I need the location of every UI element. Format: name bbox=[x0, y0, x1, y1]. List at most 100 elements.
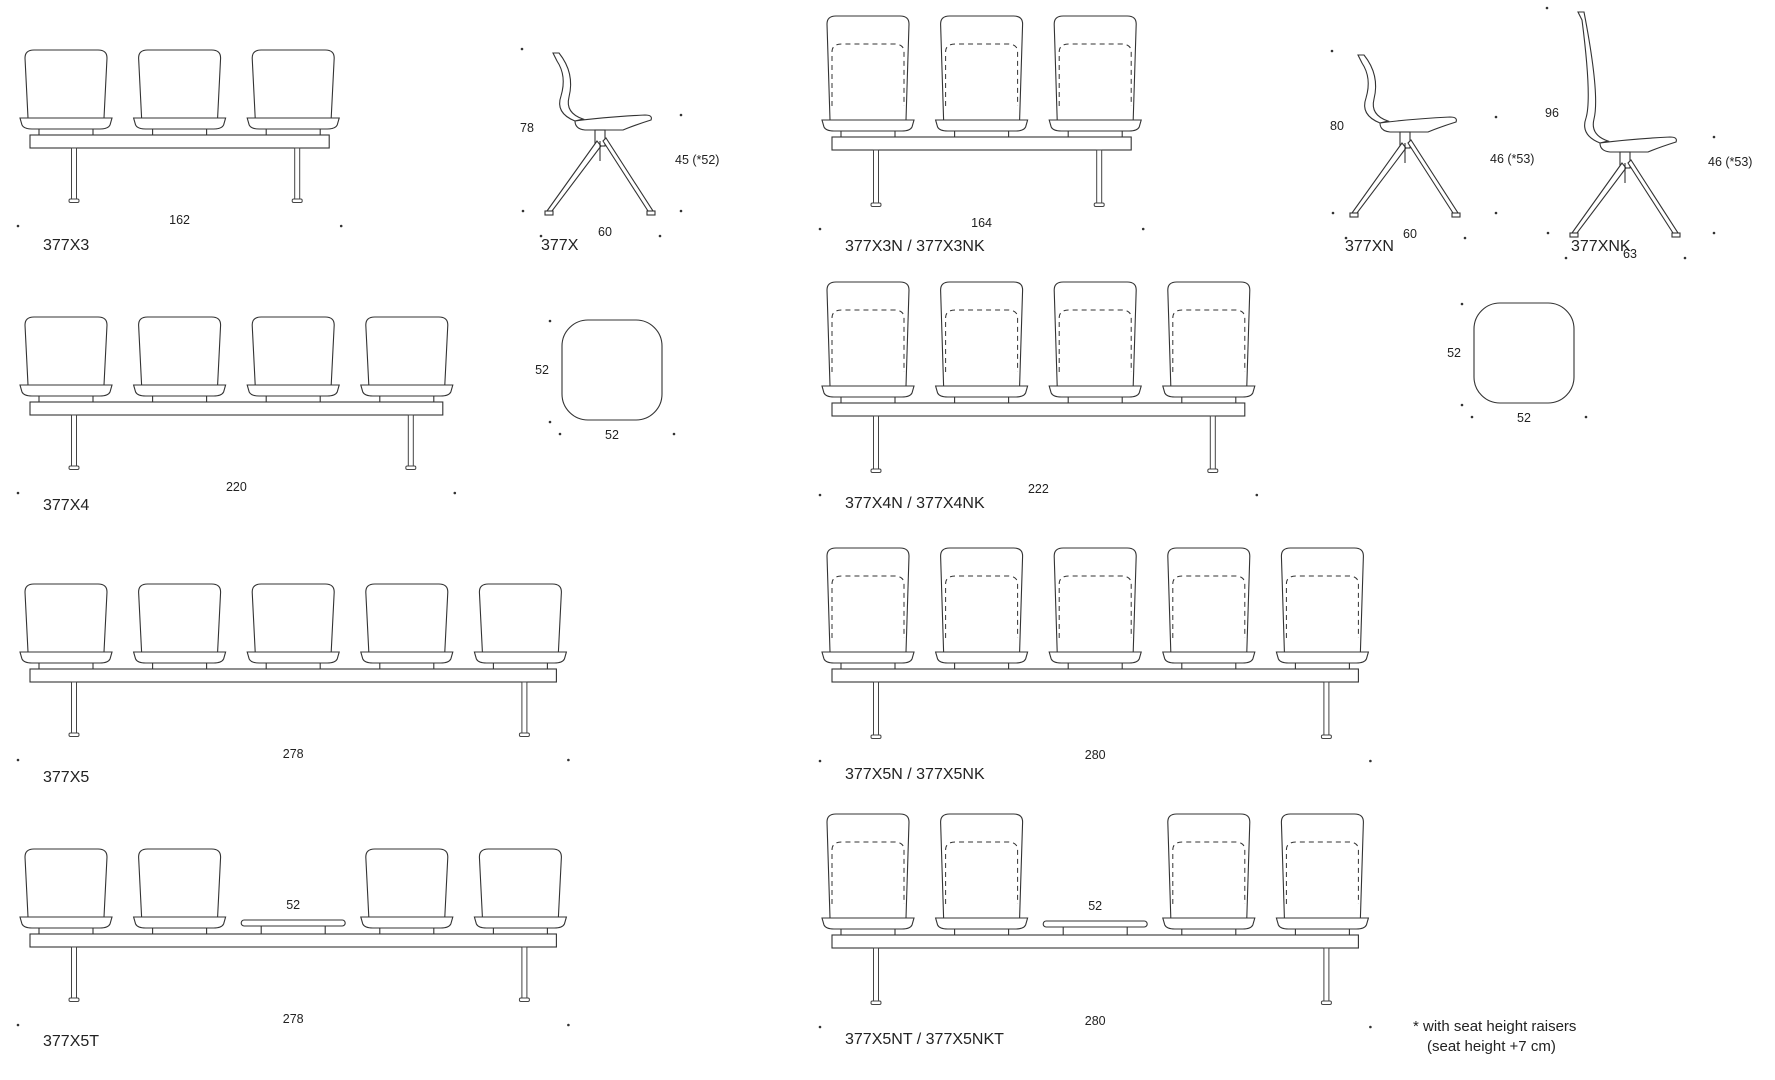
dimension-marker bbox=[1255, 493, 1259, 497]
seat-back bbox=[1280, 813, 1364, 919]
leg bbox=[71, 946, 77, 999]
leg bbox=[873, 947, 879, 1002]
seat-pad bbox=[132, 384, 227, 397]
seat bbox=[246, 49, 340, 135]
dimension-marker bbox=[1470, 415, 1474, 419]
foot bbox=[1207, 468, 1219, 473]
leg bbox=[521, 946, 528, 999]
rear-leg bbox=[602, 137, 655, 212]
leg bbox=[1209, 415, 1216, 470]
dimension-marker bbox=[818, 1025, 822, 1029]
dimension-marker bbox=[818, 759, 822, 763]
beam bbox=[29, 401, 444, 416]
model-label: 377XNK bbox=[1571, 238, 1631, 255]
leg bbox=[521, 681, 528, 734]
width-dim: 52 bbox=[1517, 411, 1531, 425]
seat-plan-outline bbox=[561, 319, 663, 421]
seat bbox=[19, 848, 113, 934]
seat-pad bbox=[132, 916, 227, 929]
dimension-marker bbox=[558, 432, 562, 436]
seat bbox=[246, 316, 340, 402]
foot bbox=[68, 732, 80, 737]
dimension-marker bbox=[539, 234, 543, 238]
seat-pad bbox=[360, 916, 454, 929]
seat-back-contour bbox=[945, 43, 1019, 106]
seat-back bbox=[251, 583, 335, 653]
dimension-marker bbox=[567, 1023, 570, 1027]
seat-back bbox=[1167, 281, 1251, 387]
seat bbox=[1048, 547, 1142, 669]
foot bbox=[68, 198, 80, 203]
seat-back bbox=[24, 848, 108, 918]
seat bbox=[1275, 547, 1370, 669]
seat bbox=[1162, 813, 1256, 935]
seat bbox=[19, 49, 113, 135]
dimension-marker bbox=[521, 209, 525, 213]
seat-back bbox=[365, 316, 449, 386]
seat-pad bbox=[360, 651, 454, 664]
depth-dim: 63 bbox=[1623, 247, 1637, 261]
footnote-line-1: * with seat height raisers bbox=[1413, 1018, 1576, 1035]
dimension-marker bbox=[1584, 415, 1588, 419]
dimension-marker bbox=[1460, 403, 1464, 407]
depth-dim: 52 bbox=[535, 363, 549, 377]
dimension-marker bbox=[679, 113, 683, 117]
leg bbox=[873, 149, 879, 204]
foot bbox=[405, 465, 417, 470]
dimension-marker bbox=[339, 224, 343, 228]
dimension-marker bbox=[1369, 759, 1372, 763]
footnote-line-2: (seat height +7 cm) bbox=[1427, 1038, 1556, 1055]
seat bbox=[473, 848, 568, 934]
overall-width-dim: 162 bbox=[169, 213, 190, 227]
seat bbox=[821, 813, 915, 935]
height-dim: 80 bbox=[1330, 119, 1344, 133]
back-shell bbox=[1357, 54, 1390, 124]
glide bbox=[544, 210, 554, 216]
back-shell bbox=[552, 52, 585, 122]
seat-back bbox=[251, 316, 335, 386]
dimension-marker bbox=[1344, 236, 1348, 240]
seat-back bbox=[24, 316, 108, 386]
seat bbox=[1048, 15, 1142, 137]
seat bbox=[132, 49, 227, 135]
foot bbox=[1320, 734, 1332, 739]
seat bbox=[473, 583, 568, 669]
seat-back-contour bbox=[1172, 575, 1246, 638]
seat-pad bbox=[821, 385, 915, 398]
model-label: 377X5T bbox=[43, 1033, 99, 1050]
seat bbox=[132, 848, 227, 934]
rear-leg bbox=[1627, 159, 1680, 234]
beam bbox=[831, 136, 1132, 151]
model-label: 377X3 bbox=[43, 237, 89, 254]
seat-back-contour bbox=[1172, 309, 1246, 372]
dimension-marker bbox=[818, 227, 822, 231]
seat-back bbox=[826, 281, 910, 387]
foot bbox=[291, 198, 303, 203]
seat-pad bbox=[821, 917, 915, 930]
seat-pad bbox=[1048, 385, 1142, 398]
beam bbox=[29, 668, 557, 683]
seat-pad bbox=[19, 117, 113, 130]
seat bbox=[821, 281, 915, 403]
back-shell bbox=[1577, 11, 1610, 144]
dimension-marker bbox=[520, 47, 524, 51]
rear-leg bbox=[1407, 139, 1460, 214]
seat-back-contour bbox=[831, 575, 905, 638]
leg bbox=[71, 147, 77, 200]
seat bbox=[19, 583, 113, 669]
dimension-marker bbox=[1545, 6, 1549, 10]
seat-height-dim: 45 (*52) bbox=[675, 153, 719, 167]
seat-pad bbox=[1162, 917, 1256, 930]
dimension-marker bbox=[1463, 236, 1467, 240]
seat bbox=[1048, 281, 1142, 403]
overall-width-dim: 164 bbox=[971, 216, 992, 230]
seat-pad bbox=[473, 651, 568, 664]
model-label: 377X4 bbox=[43, 497, 89, 514]
dimension-marker bbox=[1712, 135, 1716, 139]
leg bbox=[1096, 149, 1103, 204]
seat-back bbox=[138, 49, 222, 119]
